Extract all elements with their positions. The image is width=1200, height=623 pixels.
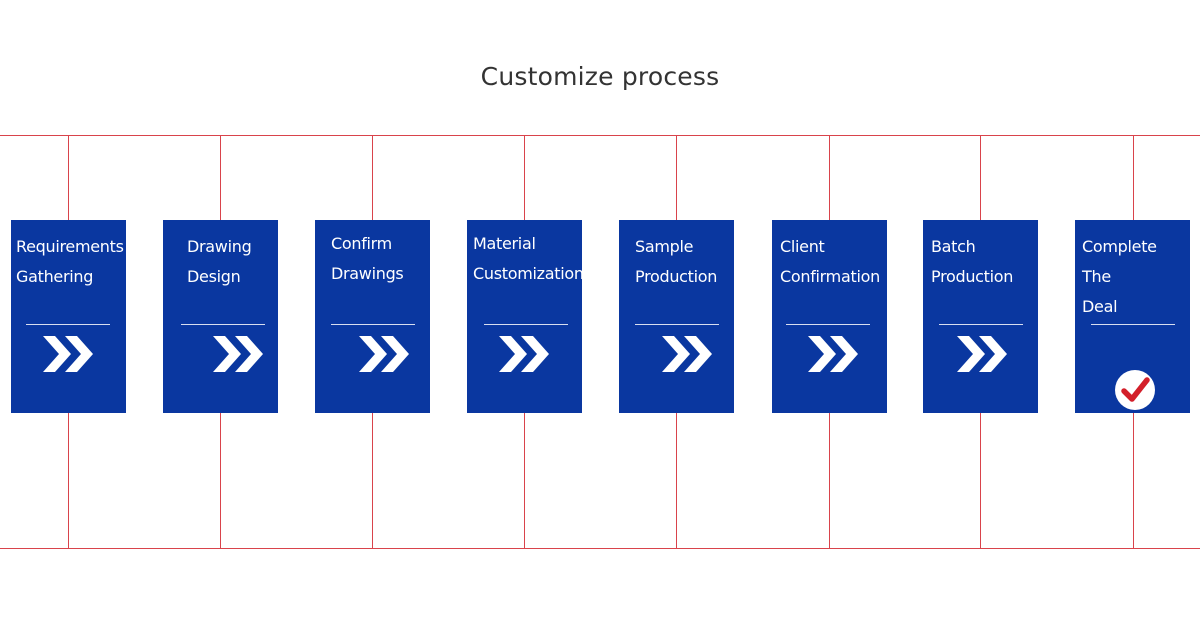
- chevrons-right-icon: [213, 336, 263, 372]
- grid-line-bottom: [0, 548, 1200, 549]
- step-divider: [331, 324, 415, 325]
- step-divider: [635, 324, 719, 325]
- chevrons-right-icon: [359, 336, 409, 372]
- step-card-confirm-drawings: Confirm Drawings: [315, 220, 430, 413]
- step-label: Complete The Deal: [1082, 237, 1157, 316]
- chevrons-right-icon: [808, 336, 858, 372]
- step-divider: [26, 324, 110, 325]
- step-card-drawing-design: Drawing Design: [163, 220, 278, 413]
- step-divider: [786, 324, 870, 325]
- step-label: Batch Production: [931, 237, 1014, 286]
- step-label: Sample Production: [635, 237, 718, 286]
- step-divider: [181, 324, 265, 325]
- step-card-batch-production: Batch Production: [923, 220, 1038, 413]
- checkmark-icon: [1115, 370, 1155, 410]
- chevrons-right-icon: [43, 336, 93, 372]
- chevrons-right-icon: [957, 336, 1007, 372]
- step-card-requirements-gathering: Requirements Gathering: [11, 220, 126, 413]
- step-divider: [484, 324, 568, 325]
- step-label: Client Confirmation: [780, 237, 880, 286]
- step-divider: [939, 324, 1023, 325]
- step-divider: [1091, 324, 1175, 325]
- step-card-complete-the-deal: Complete The Deal: [1075, 220, 1190, 413]
- step-label: Confirm Drawings: [331, 234, 404, 283]
- step-label: Drawing Design: [187, 237, 252, 286]
- step-card-sample-production: Sample Production: [619, 220, 734, 413]
- chevrons-right-icon: [499, 336, 549, 372]
- step-card-material-customization: Material Customization: [467, 220, 584, 413]
- step-label: Material Customization: [473, 234, 584, 283]
- page-title: Customize process: [480, 62, 720, 91]
- chevrons-right-icon: [662, 336, 712, 372]
- step-label: Requirements Gathering: [16, 237, 124, 286]
- grid-line-top: [0, 135, 1200, 136]
- step-card-client-confirmation: Client Confirmation: [772, 220, 887, 413]
